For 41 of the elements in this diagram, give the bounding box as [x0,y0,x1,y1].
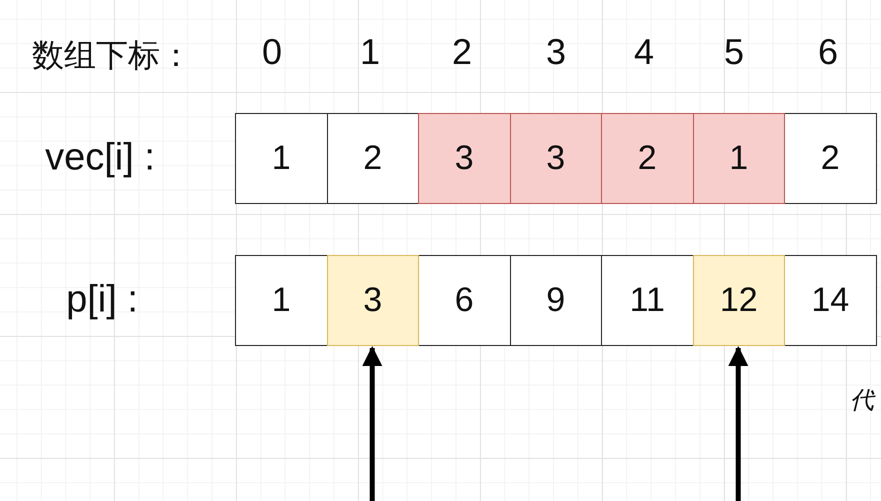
array-cell [601,113,694,204]
array-cell [235,113,328,204]
array-cell [235,255,328,346]
cell-value: 1 [272,281,291,320]
array-index: 4 [634,31,654,73]
array-cell [418,255,510,346]
cell-value: 2 [820,139,840,178]
array-index: 0 [262,31,282,73]
cell-value: 12 [720,281,758,320]
array-cell [510,113,602,204]
array-cell [601,255,694,346]
array-index: 2 [452,31,472,73]
cell-value: 11 [630,281,665,320]
cell-value: 1 [729,139,748,178]
handwritten-text: 代 [850,386,874,416]
array-cell [418,113,510,204]
cell-value: 2 [638,139,657,178]
cell-value: 14 [811,281,850,320]
row-label: vec[i] : [45,136,155,180]
arrow [362,346,382,501]
cell-value: 3 [363,281,382,320]
array-cell [784,113,876,204]
cell-value: 2 [363,139,382,178]
row-label: p[i] : [66,278,138,322]
array-index: 1 [360,31,380,73]
array-cell [510,255,602,346]
array-index: 5 [724,31,744,73]
array-cell [326,113,419,204]
cell-value: 9 [546,281,566,320]
cell-value: 1 [272,139,291,178]
cell-value: 6 [454,281,474,320]
array-cell [784,255,876,346]
cell-value: 3 [454,139,474,178]
array-cell [692,255,785,346]
cell-value: 3 [546,139,566,178]
arrow [728,346,748,501]
array-index: 6 [818,31,838,73]
array-index: 3 [546,31,566,73]
array-cell [326,255,419,346]
index-row-label: 数组下标： [32,36,192,75]
array-cell [692,113,785,204]
